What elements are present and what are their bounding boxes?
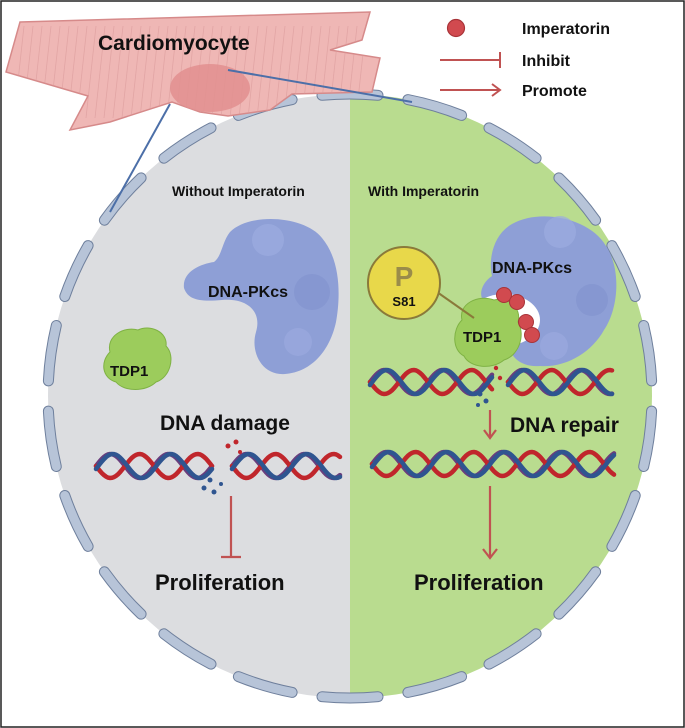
legend-inhibit-symbol <box>440 52 501 68</box>
zoom-lines <box>109 69 413 213</box>
right-phospho-marker: P S81 <box>367 246 475 320</box>
right-promote-arrow-2 <box>482 486 498 560</box>
legend-imperatorin-label: Imperatorin <box>522 21 610 38</box>
right-state-label: DNA repair <box>510 414 619 437</box>
membrane-segment <box>403 95 467 120</box>
striation-line <box>103 25 115 119</box>
left-dna-break-debris-red <box>225 439 242 454</box>
left-dna-helix-left-segment <box>93 451 215 481</box>
dna-strand <box>229 451 343 481</box>
membrane-segment <box>99 567 146 619</box>
zoom-line-left <box>109 103 171 213</box>
legend-inhibit-label: Inhibit <box>522 53 571 70</box>
left-state-label: DNA damage <box>160 412 290 435</box>
dna-strand <box>93 451 215 481</box>
striation-line <box>130 25 142 119</box>
legend-promote-label: Promote <box>522 83 587 100</box>
phospho-letter: P <box>395 261 414 292</box>
striation-line <box>121 25 133 119</box>
membrane-segment <box>639 406 657 471</box>
membrane-segment <box>43 406 61 471</box>
right-promote-arrow-1 <box>483 410 497 440</box>
left-dna-pkcs: DNA-PKcs <box>183 219 339 375</box>
right-tdp1: TDP1 <box>454 297 522 367</box>
membrane-segment <box>159 123 216 163</box>
membrane-segment <box>43 321 61 386</box>
right-dna-damaged-right-segment <box>505 367 615 397</box>
striation-line <box>148 25 160 119</box>
membrane-segment <box>639 321 657 386</box>
legend-imperatorin-dot <box>446 18 466 38</box>
striation-line <box>274 25 286 119</box>
dna-strand <box>369 449 617 479</box>
dna-strand <box>229 451 343 481</box>
legend-promote-symbol <box>440 83 502 97</box>
striation-line <box>157 25 169 119</box>
right-dna-debris <box>476 391 489 407</box>
left-inhibit-arrow <box>221 496 241 559</box>
zoom-line-right <box>227 69 413 103</box>
legend: Imperatorin Inhibit Promote <box>440 18 610 100</box>
membrane-segment <box>607 241 640 301</box>
left-dna-break-debris <box>201 477 223 495</box>
striation-line <box>112 25 124 119</box>
striation-line <box>139 25 151 119</box>
striation-line <box>94 25 106 119</box>
dna-strand <box>369 449 617 479</box>
phospho-connector <box>436 291 475 319</box>
right-outcome-label: Proliferation <box>414 570 544 595</box>
right-tdp1-label: TDP1 <box>463 329 501 346</box>
membrane-segment <box>484 123 541 163</box>
membrane-segment <box>60 241 93 301</box>
membrane-segment <box>60 491 93 551</box>
striation-line <box>247 25 259 119</box>
dna-strand <box>505 367 615 397</box>
left-panel-title: Without Imperatorin <box>172 183 305 199</box>
left-tdp1-label: TDP1 <box>110 363 148 380</box>
right-panel-title: With Imperatorin <box>368 183 479 199</box>
left-dna-pkcs-label: DNA-PKcs <box>208 284 288 301</box>
membrane-segment <box>554 173 601 225</box>
cell-label: Cardiomyocyte <box>98 32 250 55</box>
right-imperatorin-molecules <box>496 287 540 343</box>
cell-nucleus-highlight <box>170 64 250 112</box>
left-outcome-label: Proliferation <box>155 570 285 595</box>
striation-line <box>85 25 97 119</box>
membrane-segment <box>484 629 541 669</box>
left-dna-helix-right-segment <box>229 451 343 481</box>
right-dna-repaired <box>369 449 617 479</box>
left-tdp1: TDP1 <box>103 327 172 390</box>
membrane-segment <box>554 567 601 619</box>
dna-strand <box>505 367 615 397</box>
membrane-segment <box>159 629 216 669</box>
right-dna-debris-red <box>493 365 503 381</box>
phospho-circle <box>367 246 441 320</box>
membrane-segment <box>99 173 146 225</box>
dna-strand <box>367 367 495 397</box>
left-tdp1-shape <box>103 327 172 390</box>
membrane-segment <box>607 491 640 551</box>
membrane-segment <box>317 692 383 703</box>
membrane-segment <box>233 672 297 697</box>
right-dna-damaged-left-segment <box>367 367 495 397</box>
striation-line <box>256 25 268 119</box>
striation-line <box>265 25 277 119</box>
right-dna-pkcs-label: DNA-PKcs <box>492 260 572 277</box>
phospho-site: S81 <box>392 294 415 309</box>
membrane-segment <box>403 672 467 697</box>
dna-strand <box>367 367 495 397</box>
cardiomyocyte-cell: Cardiomyocyte <box>5 11 381 132</box>
striation-line <box>166 25 178 119</box>
